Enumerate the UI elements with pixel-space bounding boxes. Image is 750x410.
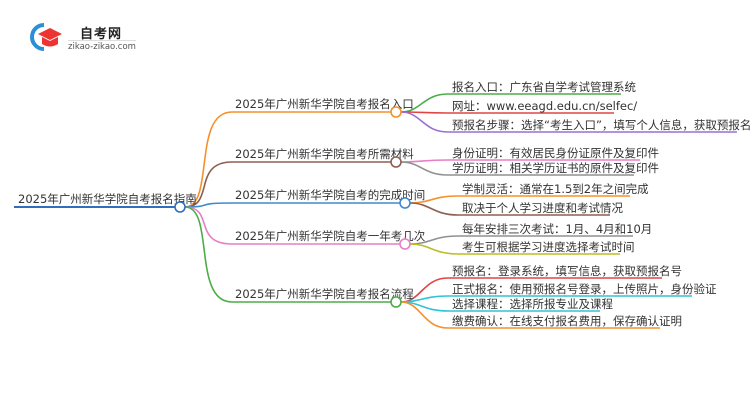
branch-collapse-toggle[interactable] [390,156,402,168]
leaf-label[interactable]: 选择课程：选择所报专业及课程 [452,297,613,311]
leaf-label[interactable]: 考生可根据学习进度选择考试时间 [462,240,635,254]
branch-connector [184,206,400,245]
leaf-label[interactable]: 报名入口：广东省自学考试管理系统 [452,80,636,94]
logo-title: 自考网 [80,27,123,42]
leaf-label[interactable]: 取决于个人学习进度和考试情况 [462,201,623,215]
graduation-cap-logo-icon [30,23,62,51]
logo-subtitle: zikao-zikao.com [68,40,136,52]
logo: 自考网 zikao-zikao.com [30,22,140,52]
leaf-connector [409,243,620,255]
branch-connector [184,206,391,303]
root-collapse-toggle[interactable] [174,201,186,213]
branch-collapse-toggle[interactable] [399,238,411,250]
leaf-label[interactable]: 预报名步骤：选择“考生入口”，填写个人信息，获取预报名号 [452,118,750,132]
leaf-label[interactable]: 正式报名：使用预报名号登录，上传照片，身份验证 [452,282,717,296]
branch-collapse-toggle[interactable] [390,106,402,118]
leaf-label[interactable]: 身份证明：有效居民身份证原件及复印件 [452,146,659,160]
leaf-connector [409,202,610,216]
leaf-label[interactable]: 学制灵活：通常在1.5到2年之间完成 [462,182,649,196]
leaf-label[interactable]: 学历证明：相关学历证书的原件及复印件 [452,161,659,175]
branch-connector [184,111,391,208]
branch-label[interactable]: 2025年广州新华学院自考报名入口 [235,97,414,111]
branch-label[interactable]: 2025年广州新华学院自考的完成时间 [235,188,425,202]
branch-label[interactable]: 2025年广州新华学院自考报名流程 [235,287,414,301]
leaf-label[interactable]: 每年安排三次考试：1月、4月和10月 [462,222,652,236]
leaf-label[interactable]: 预报名：登录系统，填写信息，获取预报名号 [452,264,682,278]
leaf-connector [400,111,737,133]
branch-connector [184,202,400,208]
leaf-label[interactable]: 网址：www.eeagd.edu.cn/selfec/ [452,99,637,113]
branch-collapse-toggle[interactable] [399,197,411,209]
branch-label[interactable]: 2025年广州新华学院自考一年考几次 [235,229,426,243]
branch-label[interactable]: 2025年广州新华学院自考所需材料 [235,147,414,161]
root-node-label[interactable]: 2025年广州新华学院自考报名指南 [18,192,197,206]
leaf-connector [400,301,660,329]
leaf-label[interactable]: 缴费确认：在线支付报名费用，保存确认证明 [452,314,682,328]
branch-collapse-toggle[interactable] [390,296,402,308]
branch-connector [184,161,391,208]
leaf-connector [400,161,634,176]
